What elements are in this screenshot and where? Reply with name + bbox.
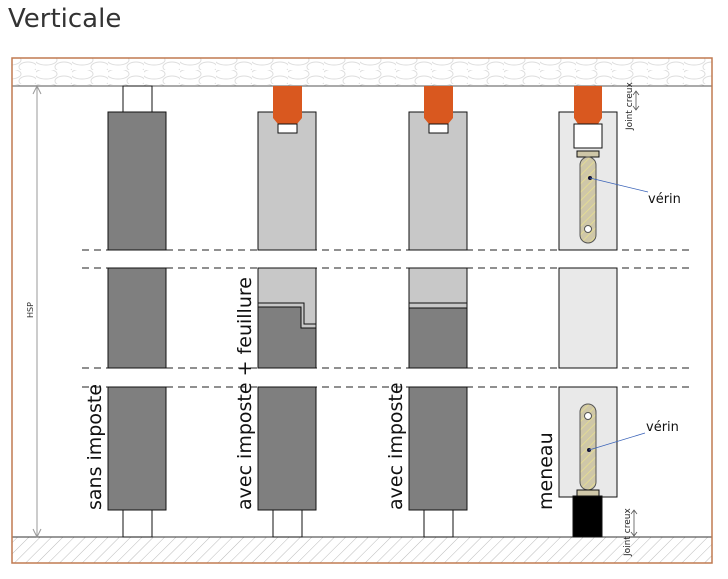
label-sans-imposte: sans imposte xyxy=(84,384,106,510)
hsp-dimension: HSP xyxy=(26,84,42,539)
svg-text:vérin: vérin xyxy=(646,420,679,435)
svg-text:Joint creux: Joint creux xyxy=(625,82,635,131)
floor xyxy=(12,537,712,563)
column-sans-imposte xyxy=(107,85,167,538)
page-title: Verticale xyxy=(8,4,122,34)
label-meneau: meneau xyxy=(535,432,557,510)
joint-creux-top: Joint creux xyxy=(625,82,640,131)
frame-border xyxy=(11,57,713,564)
column-meneau xyxy=(558,86,618,538)
svg-text:Joint creux: Joint creux xyxy=(623,508,633,557)
verin-callout-bottom: vérin xyxy=(587,420,679,452)
column-avec-imposte xyxy=(408,86,468,538)
joint-creux-bottom: Joint creux xyxy=(623,508,638,557)
ceiling xyxy=(12,58,712,86)
label-avec-imposte-feuillure: avec imposte + feuillure xyxy=(234,277,256,510)
hsp-label: HSP xyxy=(26,302,35,318)
verin-callout-top: vérin xyxy=(588,176,681,207)
column-avec-imposte-feuillure xyxy=(257,86,317,538)
label-avec-imposte: avec imposte xyxy=(385,382,407,510)
svg-text:vérin: vérin xyxy=(648,192,681,207)
